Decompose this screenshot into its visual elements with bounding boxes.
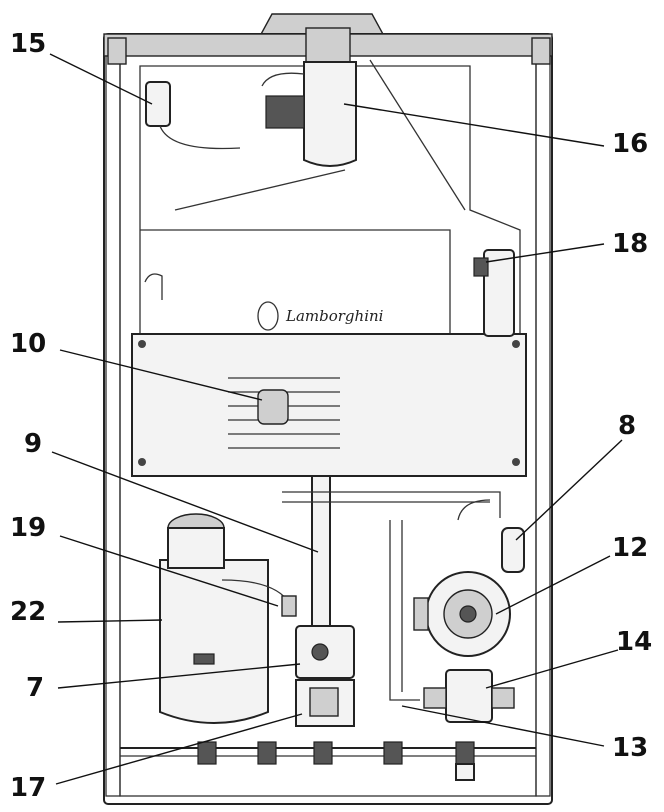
leader-9 <box>51 451 319 553</box>
leader-19 <box>59 535 279 607</box>
plate-bolt <box>138 458 146 466</box>
callout-labels: 15 16 18 10 9 8 19 12 22 14 7 13 17 <box>10 29 652 803</box>
hood-line <box>174 169 346 211</box>
diverter-valve <box>445 669 493 723</box>
callout-19: 19 <box>10 513 46 543</box>
bottom-fitting <box>455 741 475 765</box>
chamber-curve <box>144 273 163 300</box>
switch-hose <box>159 125 241 150</box>
ignition-electrode <box>257 389 289 425</box>
right-bracket <box>531 37 551 65</box>
diverter-arm-left <box>423 687 447 709</box>
fan-duct <box>261 72 305 87</box>
safety-valve <box>501 527 525 573</box>
hose-fitting <box>281 595 297 617</box>
leader-7 <box>57 663 301 689</box>
diverter-arm-right <box>491 687 515 709</box>
plate-bolt <box>512 458 520 466</box>
bottom-fitting <box>197 741 217 765</box>
drain-tap <box>455 763 475 781</box>
exchanger-plate <box>131 333 527 477</box>
vessel-neck <box>167 527 225 569</box>
leader-12 <box>495 555 611 615</box>
air-vent-cap <box>473 257 489 277</box>
leader-17 <box>55 713 303 785</box>
callout-9: 9 <box>24 429 42 459</box>
callout-15: 15 <box>10 29 46 59</box>
leader-8 <box>515 439 623 541</box>
callout-12: 12 <box>612 533 648 563</box>
air-vent-valve <box>483 249 515 337</box>
left-rail <box>105 55 121 797</box>
callout-16: 16 <box>612 129 648 159</box>
expansion-vessel <box>159 559 269 724</box>
brand-emblem <box>257 301 279 331</box>
bottom-fitting <box>257 741 277 765</box>
right-rail <box>535 55 551 797</box>
callout-22: 22 <box>10 597 46 627</box>
pump-rotor <box>459 605 477 623</box>
leader-lines <box>49 53 623 785</box>
callout-7: 7 <box>26 673 44 703</box>
pump-pipe <box>457 499 491 521</box>
flue-line <box>369 59 466 211</box>
leader-18 <box>485 243 605 263</box>
fan-motor <box>265 95 305 129</box>
callout-8: 8 <box>618 411 636 441</box>
bottom-fitting <box>383 741 403 765</box>
combustion-chamber: Lamborghini <box>139 27 521 335</box>
pressure-switch <box>145 81 171 127</box>
left-bracket <box>107 37 127 65</box>
leader-22 <box>57 619 163 623</box>
callout-13: 13 <box>612 733 648 763</box>
heat-exchanger-panel <box>131 333 527 477</box>
return-pipe <box>282 491 501 518</box>
pump-mount <box>413 597 429 631</box>
chamber-shelf <box>140 229 451 334</box>
callout-10: 10 <box>10 329 46 359</box>
vertical-pipe <box>389 520 420 701</box>
fan-body <box>303 61 357 167</box>
callout-14: 14 <box>616 627 652 657</box>
hydraulic-group <box>159 249 525 781</box>
leader-10 <box>59 349 263 401</box>
coil-core <box>309 687 339 717</box>
bottom-fitting <box>313 741 333 765</box>
leader-14 <box>485 649 619 689</box>
plate-bolt <box>138 340 146 348</box>
leader-16 <box>343 103 605 147</box>
brand-name: Lamborghini <box>285 307 384 325</box>
gas-valve-knob <box>311 643 329 661</box>
leader-13 <box>401 705 605 747</box>
callout-17: 17 <box>10 773 46 803</box>
plate-bolt <box>512 340 520 348</box>
vessel-gauge <box>193 653 215 665</box>
leader-15 <box>49 53 153 105</box>
fan-housing <box>305 27 351 67</box>
callout-18: 18 <box>612 229 648 259</box>
